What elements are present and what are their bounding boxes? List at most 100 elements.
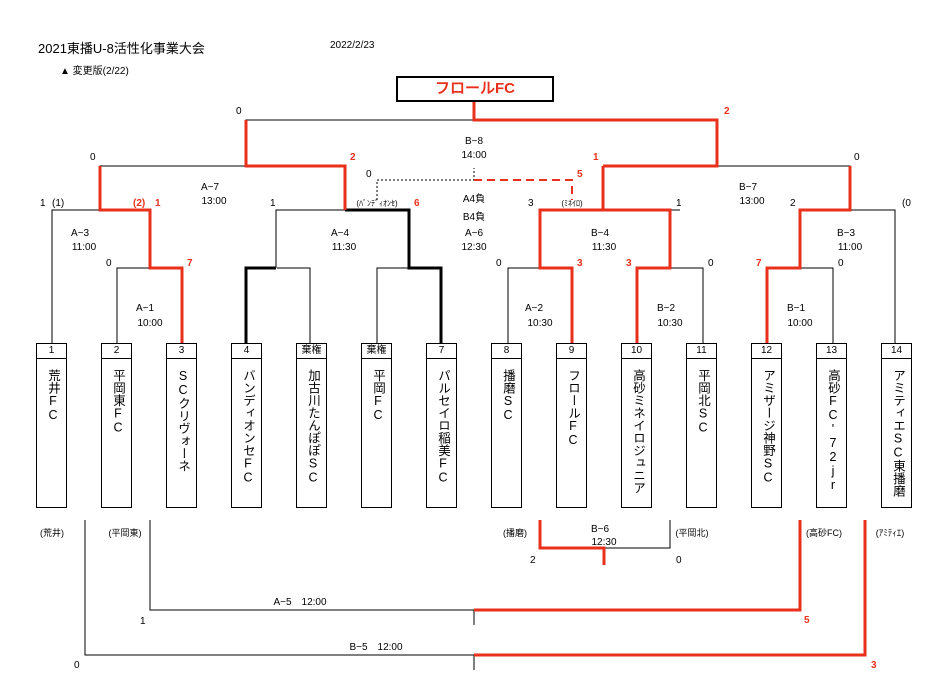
match-time-b4: 11:30 (591, 242, 617, 253)
score: 5 (577, 169, 583, 180)
team-name: アミティエSC東播磨 (891, 369, 905, 497)
team-box-10: 10 高砂ミネイロジュニア (621, 343, 652, 508)
b5-left (84, 520, 475, 670)
score-pk: (2) (133, 198, 146, 209)
team-name: アミザージ神野SC (761, 369, 775, 485)
match-label-b5: B−5 12:00 (349, 642, 403, 653)
team-number: 3 (167, 344, 196, 359)
score: 1 (40, 198, 46, 209)
score: 2 (790, 198, 796, 209)
a2-line (507, 267, 540, 343)
score: 0 (838, 258, 844, 269)
label-hiraokahigashi: (平岡東) (108, 528, 142, 538)
team-number: 9 (557, 344, 586, 359)
score: 0 (708, 258, 714, 269)
semi-left-win (244, 120, 347, 210)
a5-win (474, 520, 802, 612)
b4-loser-line (474, 179, 573, 200)
team-box-5: 棄権加古川たんぽぽSC (296, 343, 327, 508)
champion-box: フロールFC (396, 76, 554, 102)
score: 3 (626, 258, 632, 269)
team-name: バンディオンセFC (241, 369, 255, 485)
b7-win (765, 166, 852, 343)
match-label-a4: A−4 (330, 228, 350, 239)
label-arai: (荒井) (40, 528, 64, 538)
a4-right-sub (376, 267, 409, 343)
match-label-b1: B−1 (786, 303, 806, 314)
team-number: 10 (622, 344, 651, 359)
score: 0 (106, 258, 112, 269)
team-box-7: 7 パルセイロ稲美FC (426, 343, 457, 508)
score: 0 (366, 169, 372, 180)
label-hiraokakita: (平岡北) (675, 528, 709, 538)
team-number: 1 (37, 344, 66, 359)
match-time-b3: 11:00 (837, 242, 863, 253)
score: 2 (350, 152, 356, 163)
match-time-b6: 12:30 (591, 537, 617, 548)
match-label-a1: A−1 (135, 303, 155, 314)
b2-line (670, 267, 704, 343)
team-number: 棄権 (297, 344, 326, 359)
a3-line (51, 209, 100, 343)
team-number: 7 (427, 344, 456, 359)
match-label-a5: A−5 12:00 (273, 597, 327, 608)
score: 7 (756, 258, 762, 269)
team-name: 高砂FC'72jr (826, 369, 840, 492)
score: 0 (854, 152, 860, 163)
score: 7 (187, 258, 193, 269)
score: 1 (140, 616, 146, 627)
match-label-b2: B−2 (656, 303, 676, 314)
b6-right (604, 520, 671, 549)
score: 0 (90, 152, 96, 163)
score: 1 (270, 198, 276, 209)
a4-loser-line (376, 168, 475, 200)
match-time-b2: 10:30 (657, 318, 683, 329)
b4-loser-label: B4負 (462, 212, 486, 223)
team-name: SCクリヴォーネ (176, 369, 190, 472)
match-label-a2: A−2 (524, 303, 544, 314)
score: 0 (676, 555, 682, 566)
b-left-win (538, 166, 605, 343)
score: 2 (724, 106, 730, 117)
score: 0 (496, 258, 502, 269)
team-name: パルセイロ稲美FC (436, 369, 450, 485)
a4-loser-label: A4負 (462, 194, 486, 205)
score: 1 (155, 198, 161, 209)
label-mineiro: (ﾐﾈｲﾛ) (561, 199, 583, 208)
a5-left (149, 520, 475, 625)
team-number: 棄権 (362, 344, 391, 359)
final-win-line (472, 102, 719, 168)
b1-line (800, 267, 834, 343)
score: 6 (414, 198, 420, 209)
match-time-b7: 13:00 (739, 196, 765, 207)
a4-left-sub (277, 267, 311, 343)
team-number: 2 (102, 344, 131, 359)
team-name: 高砂ミネイロジュニア (631, 369, 645, 494)
final-left-line (245, 102, 475, 155)
score: (0 (902, 198, 911, 209)
match-time-a3: 11:00 (71, 242, 97, 253)
score: 1 (593, 152, 599, 163)
label-bandi: (ﾊﾞﾝﾃﾞｨｵﾝｾ) (356, 199, 398, 208)
score: 3 (528, 198, 534, 209)
b6-win (538, 520, 606, 565)
match-time-b1: 10:00 (787, 318, 813, 329)
match-label-b7: B−7 (738, 182, 758, 193)
match-label-b8: B−8 (464, 136, 484, 147)
team-name: 平岡FC (371, 369, 385, 422)
match-time-a2: 10:30 (527, 318, 553, 329)
match-label-b4: B−4 (590, 228, 610, 239)
match-time-a7: 13:00 (201, 196, 227, 207)
team-number: 11 (687, 344, 716, 359)
score: 2 (530, 555, 536, 566)
semi-right-line (603, 165, 851, 210)
score: 3 (577, 258, 583, 269)
